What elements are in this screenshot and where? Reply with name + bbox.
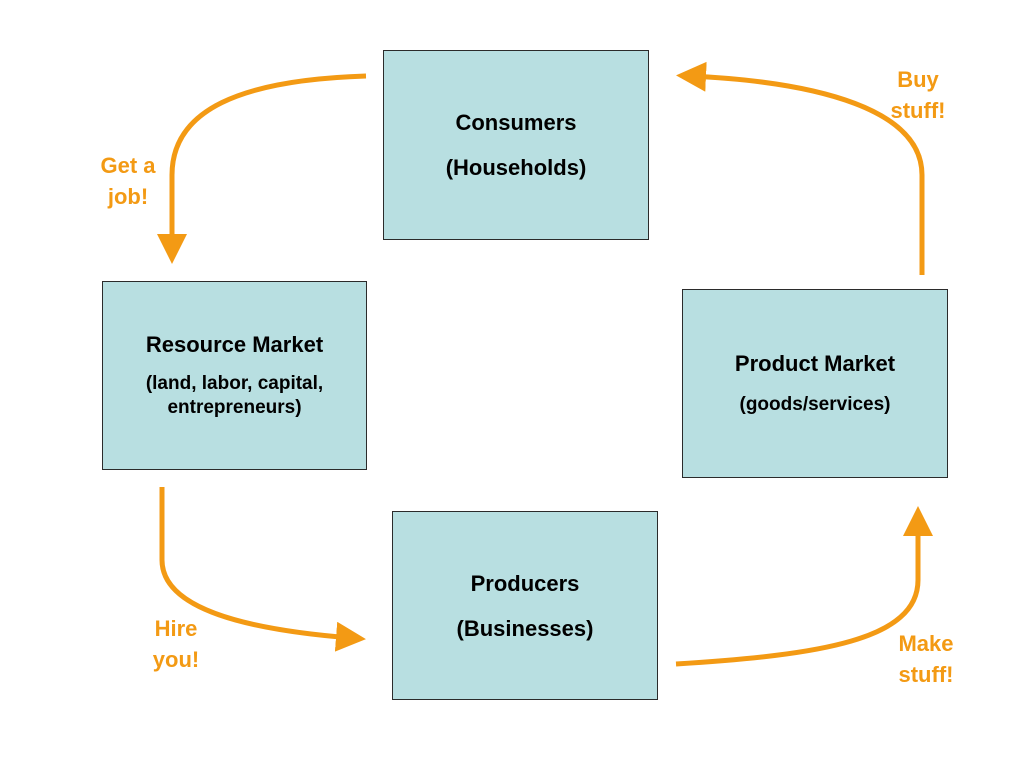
arrow-producers-to-product-market — [675, 506, 933, 667]
arrow-resource-market-to-producers — [159, 487, 366, 652]
consumers-box: Consumers (Households) — [383, 50, 649, 240]
producers-title: Producers — [470, 570, 580, 596]
hire-you-label: Hire you! — [152, 616, 200, 672]
resource-market-box: Resource Market (land, labor, capital, e… — [102, 281, 367, 470]
make-stuff-label: Make stuff! — [898, 631, 954, 687]
resource-market-subtitle: (land, labor, capital, entrepreneurs) — [145, 372, 324, 418]
arrow-consumers-to-resource-market — [157, 73, 367, 264]
consumers-subtitle: (Households) — [445, 155, 587, 180]
consumers-title: Consumers — [455, 110, 577, 135]
arrow-product-market-to-consumers — [676, 61, 925, 275]
producers-subtitle: (Businesses) — [456, 615, 594, 641]
resource-market-title: Resource Market — [145, 331, 324, 357]
product-market-box: Product Market (goods/services) — [682, 289, 948, 478]
get-job-label: Get a job! — [100, 153, 156, 209]
product-market-title: Product Market — [734, 350, 896, 376]
buy-stuff-label: Buy stuff! — [890, 67, 946, 123]
producers-box: Producers (Businesses) — [392, 511, 658, 700]
product-market-subtitle: (goods/services) — [739, 393, 891, 415]
